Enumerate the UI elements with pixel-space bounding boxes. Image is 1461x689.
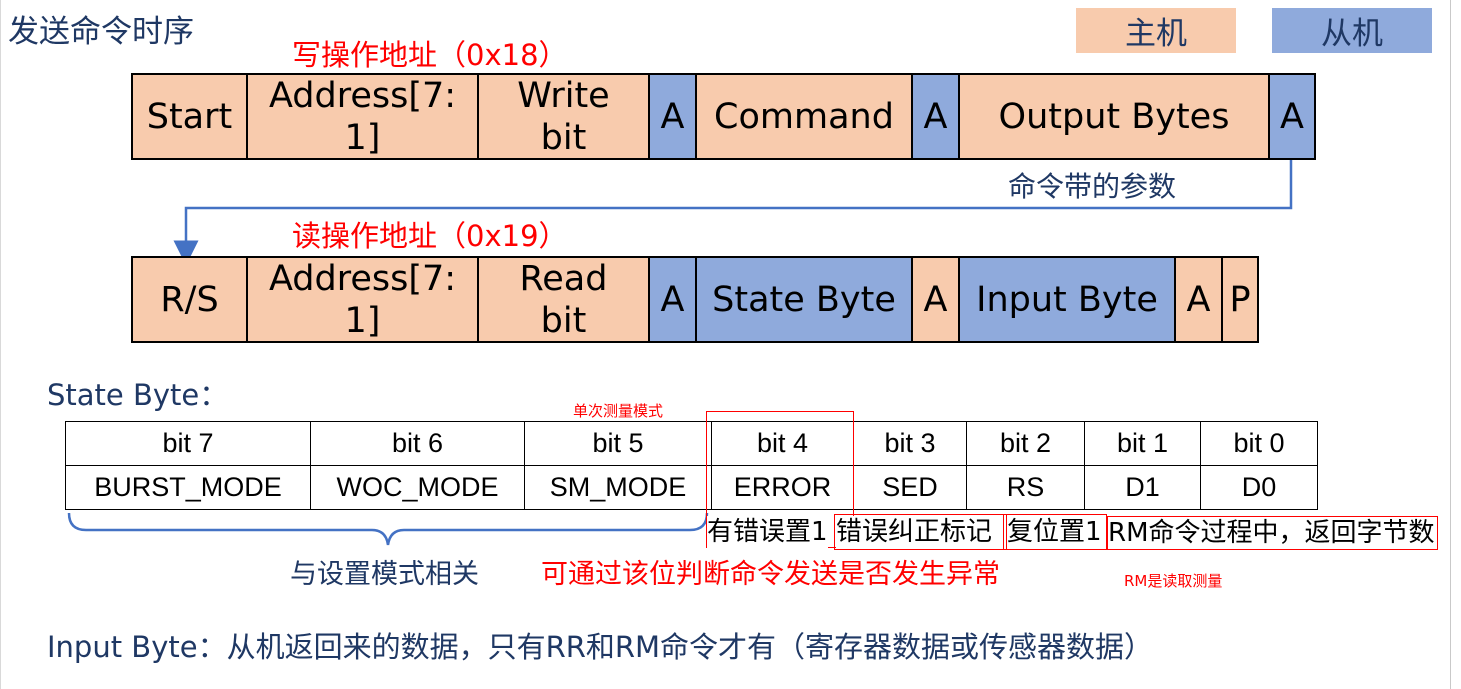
legend-slave: 从机 (1272, 8, 1432, 53)
error-note: 有错误置1 (707, 516, 828, 548)
left-edge-line (0, 0, 1, 689)
input-byte-note: Input Byte：从机返回来的数据，只有RR和RM命令才有（寄存器数据或传感… (47, 630, 1154, 664)
read-cell-p: P (1223, 258, 1259, 341)
state-header-cell: bit 7 (65, 421, 311, 466)
state-byte-table: bit 7 bit 6 bit 5 bit 4 bit 3 bit 2 bit … (65, 421, 1318, 510)
read-cell-r-s: R/S (133, 258, 248, 341)
state-value-cell: WOC_MODE (310, 465, 525, 510)
write-cell-a: A (913, 75, 960, 158)
write-address-label: 写操作地址（0x18） (292, 38, 568, 72)
state-value-cell: SED (853, 465, 967, 510)
state-header-cell: bit 6 (310, 421, 525, 466)
page-title: 发送命令时序 (8, 14, 194, 50)
sed-note: 错误纠正标记 (836, 516, 993, 548)
write-cell-output-bytes: Output Bytes (960, 75, 1270, 158)
state-value-cell: SM_MODE (524, 465, 712, 510)
read-cell-state-byte: State Byte (697, 258, 913, 341)
read-cell-address-7-1: Address[7:1] (248, 258, 479, 341)
sed-highlight-box (834, 514, 1007, 550)
single-measure-note: 单次测量模式 (573, 402, 664, 420)
state-header-cell: bit 2 (966, 421, 1085, 466)
write-cell-a: A (1270, 75, 1316, 158)
mode-brace-note: 与设置模式相关 (290, 559, 479, 590)
state-header-cell: bit 1 (1084, 421, 1201, 466)
legend-master: 主机 (1076, 8, 1236, 53)
read-address-label: 读操作地址（0x19） (292, 219, 568, 253)
read-cell-a: A (913, 258, 960, 341)
write-cell-address-7-1: Address[7:1] (248, 75, 479, 158)
write-cell-a: A (650, 75, 697, 158)
read-cell-input-byte: Input Byte (960, 258, 1176, 341)
rs-note: 复位置1 (1007, 516, 1102, 548)
state-header-cell: bit 5 (524, 421, 712, 466)
state-value-cell: D0 (1200, 465, 1318, 510)
mode-brace (67, 512, 709, 546)
flow-arrow-line (173, 160, 1293, 266)
read-cell-a: A (1176, 258, 1223, 341)
command-param-note: 命令带的参数 (1008, 170, 1177, 203)
write-cell-command: Command (697, 75, 913, 158)
d-note: RM命令过程中，返回字节数 (1107, 516, 1438, 550)
state-header-row: bit 7 bit 6 bit 5 bit 4 bit 3 bit 2 bit … (65, 421, 1318, 466)
state-value-cell: RS (966, 465, 1085, 510)
state-header-cell: bit 4 (711, 421, 854, 466)
state-value-cell: BURST_MODE (65, 465, 311, 510)
state-header-cell: bit 0 (1200, 421, 1318, 466)
error-check-note: 可通过该位判断命令发送是否发生异常 (541, 559, 1000, 590)
rs-highlight-box (1003, 514, 1107, 550)
rm-note: RM是读取测量 (1124, 572, 1223, 590)
state-value-cell: ERROR (711, 465, 854, 510)
write-cell-start: Start (133, 75, 248, 158)
state-value-cell: D1 (1084, 465, 1201, 510)
read-cell-a: A (650, 258, 697, 341)
state-byte-label: State Byte： (47, 378, 229, 412)
state-value-row: BURST_MODE WOC_MODE SM_MODE ERROR SED RS… (65, 465, 1318, 510)
state-header-cell: bit 3 (853, 421, 967, 466)
right-edge-line (1450, 0, 1451, 689)
